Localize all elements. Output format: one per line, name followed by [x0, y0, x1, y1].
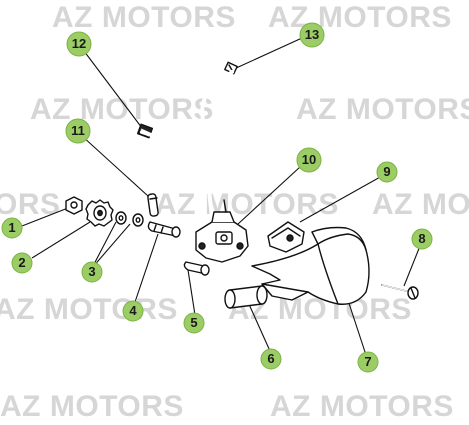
- callout-label: 5: [190, 315, 197, 330]
- callout-label: 10: [302, 152, 316, 167]
- sleeve-icon: [224, 285, 268, 309]
- watermark: AZ MOTORS: [0, 293, 178, 326]
- callout-label: 9: [383, 164, 390, 179]
- watermark: AZ MOTORS: [268, 1, 452, 34]
- callout-7[interactable]: 7: [357, 351, 379, 373]
- shaft-icon: [147, 221, 181, 238]
- callout-label: 8: [418, 231, 425, 246]
- clamp-icon: [267, 221, 305, 253]
- callout-label: 7: [364, 354, 371, 369]
- watermark: AZ MOTORS: [270, 390, 454, 423]
- callout-10[interactable]: 10: [296, 147, 322, 173]
- washer-icon: [115, 211, 144, 227]
- callout-2[interactable]: 2: [11, 252, 33, 274]
- watermark: AZ MOTORS: [296, 93, 469, 126]
- callout-12[interactable]: 12: [66, 31, 92, 57]
- watermark: AZ MOTORS: [52, 1, 236, 34]
- watermark: AZ MOTORS: [0, 390, 184, 423]
- callout-13[interactable]: 13: [299, 22, 325, 48]
- oil-pump-icon: [140, 70, 249, 263]
- callout-3[interactable]: 3: [81, 261, 103, 283]
- watermark: AZ MOTORS: [30, 93, 214, 126]
- watermark: AZ MOTORS: [155, 188, 339, 221]
- nut-icon: [65, 196, 83, 215]
- callout-9[interactable]: 9: [376, 161, 398, 183]
- callout-8[interactable]: 8: [411, 228, 433, 250]
- callout-11[interactable]: 11: [65, 118, 91, 144]
- callout-1[interactable]: 1: [1, 217, 23, 239]
- callout-label: 11: [71, 123, 85, 138]
- callout-label: 3: [88, 264, 95, 279]
- callout-label: 1: [8, 220, 15, 235]
- pin-icon: [183, 261, 210, 276]
- callout-4[interactable]: 4: [122, 300, 144, 322]
- callout-label: 2: [18, 255, 25, 270]
- watermark: AZ MO: [372, 188, 469, 221]
- callout-5[interactable]: 5: [183, 312, 205, 334]
- callout-label: 6: [267, 351, 274, 366]
- guard-icon: [251, 226, 370, 305]
- screw-icon: [381, 284, 419, 300]
- pin-icon: [147, 193, 159, 217]
- callout-label: 4: [129, 303, 137, 318]
- callout-6[interactable]: 6: [260, 348, 282, 370]
- gear-icon: [85, 199, 114, 227]
- callout-label: 12: [72, 36, 86, 51]
- leader-lines: [21, 37, 421, 356]
- callout-label: 13: [305, 27, 319, 42]
